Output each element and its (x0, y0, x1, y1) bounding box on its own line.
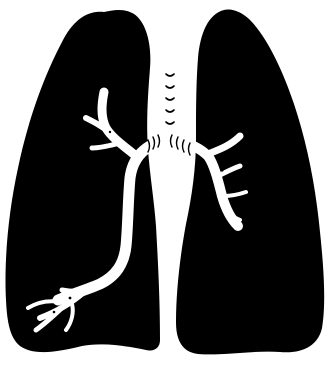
right-lung-shape (176, 9, 324, 354)
left-lung-shape (6, 10, 161, 352)
trachea-rings (166, 74, 174, 124)
